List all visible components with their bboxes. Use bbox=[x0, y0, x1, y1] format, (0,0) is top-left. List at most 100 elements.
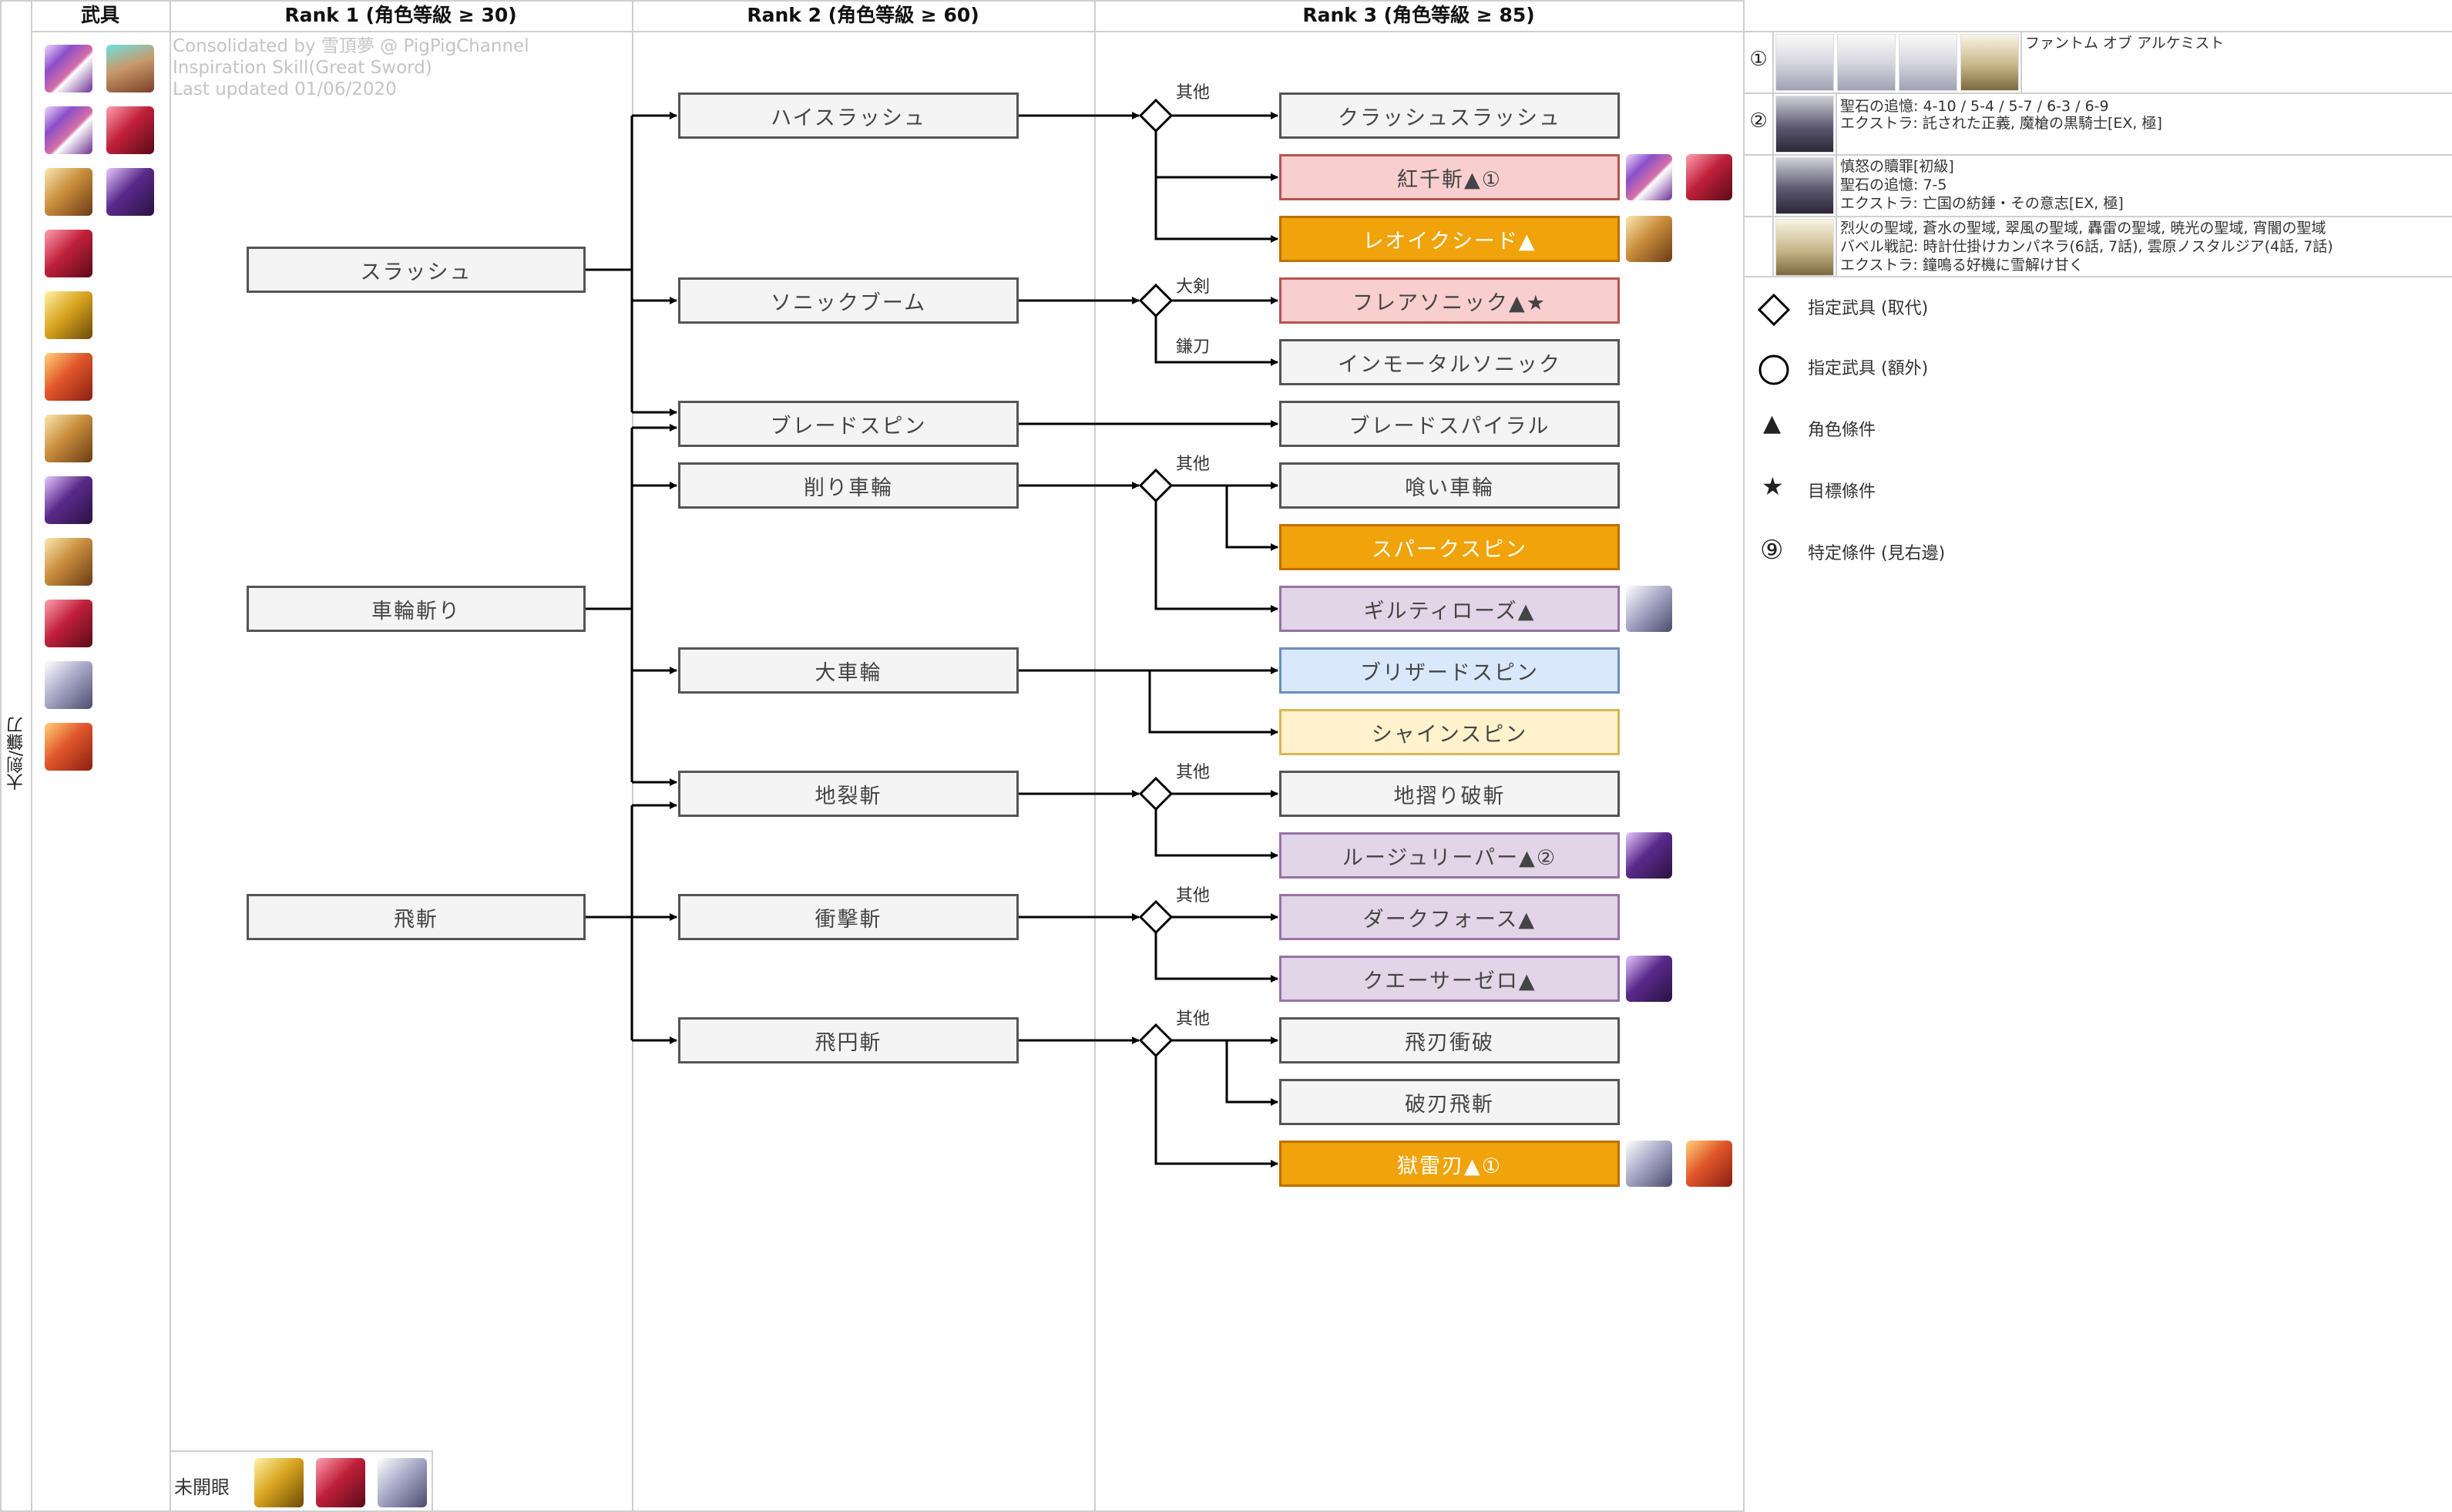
weapon-icon bbox=[45, 230, 92, 277]
condition-text: ファントム オブ アルケミスト bbox=[2025, 35, 2225, 52]
rank3-node[interactable]: ダークフォース▲ bbox=[1279, 894, 1620, 940]
condition-text: 烈火の聖域, 蒼水の聖域, 翠風の聖域, 轟雷の聖域, 暁光の聖域, 宵闇の聖域 bbox=[1840, 220, 2326, 237]
legend-diamond-label: 指定武具 (取代) bbox=[1808, 299, 1929, 318]
rank3-node[interactable]: ルージュリーパー▲② bbox=[1279, 832, 1620, 879]
weapon-icon bbox=[1626, 832, 1672, 879]
rank2-node[interactable]: ハイスラッシュ bbox=[678, 92, 1019, 139]
unawakened-label: 未開眼 bbox=[174, 1477, 230, 1498]
header-weapon: 武具 bbox=[80, 4, 119, 26]
legend-circle-icon bbox=[1758, 354, 1789, 385]
rank3-node[interactable]: 地摺り破斬 bbox=[1279, 771, 1620, 817]
condition-text: 聖石の追憶: 7-5 bbox=[1840, 176, 1947, 193]
legend-triangle-label: 角色條件 bbox=[1808, 421, 1876, 440]
condition-text: 聖石の追憶: 4-10 / 5-4 / 5-7 / 6-3 / 6-9 bbox=[1840, 98, 2109, 115]
rank3-node[interactable]: 獄雷刃▲① bbox=[1279, 1141, 1620, 1187]
rank3-node[interactable]: 飛刃衝破 bbox=[1279, 1017, 1620, 1063]
unawakened-box: 未開眼 bbox=[170, 1450, 433, 1512]
legend-circle-label: 指定武具 (額外) bbox=[1808, 359, 1929, 378]
branch-label: 其他 bbox=[1176, 455, 1211, 474]
grid-line bbox=[2020, 31, 2022, 92]
branch-label: 鎌刀 bbox=[1176, 338, 1211, 357]
weapon-icon bbox=[45, 538, 92, 586]
grid-line bbox=[1094, 0, 1096, 1512]
header-rank3: Rank 3 (角色等級 ≥ 85) bbox=[1302, 4, 1535, 26]
weapon-icon bbox=[106, 106, 154, 154]
grid-line bbox=[31, 31, 1745, 32]
rank1-node[interactable]: スラッシュ bbox=[247, 247, 586, 293]
character-portrait bbox=[1960, 34, 2019, 91]
weapon-icon bbox=[1626, 1141, 1672, 1187]
credit-line1: Consolidated by 雪頂夢 @ PigPigChannel bbox=[173, 36, 529, 56]
condition-number: ① bbox=[1749, 48, 1768, 71]
branch-label: 其他 bbox=[1176, 1010, 1211, 1029]
weapon-icon bbox=[45, 476, 92, 524]
rank2-node[interactable]: 大車輪 bbox=[678, 647, 1019, 694]
rank2-node[interactable]: ソニックブーム bbox=[678, 277, 1019, 324]
condition-text: エクストラ: 託された正義, 魔槍の黒騎士[EX, 極] bbox=[1840, 115, 2162, 132]
rank1-node[interactable]: 飛斬 bbox=[247, 894, 586, 940]
rank3-node[interactable]: ギルティローズ▲ bbox=[1279, 586, 1620, 632]
branch-label: 大剣 bbox=[1176, 277, 1211, 297]
grid-line bbox=[170, 0, 171, 1512]
weapon-icon bbox=[1686, 1141, 1732, 1187]
character-portrait bbox=[1775, 219, 1834, 276]
diamond-marker bbox=[1138, 1023, 1174, 1058]
weapon-icon bbox=[45, 415, 92, 462]
weapon-icon bbox=[1626, 586, 1672, 632]
rank3-node[interactable]: シャインスピン bbox=[1279, 709, 1620, 755]
branch-label: 其他 bbox=[1176, 763, 1211, 782]
weapon-icon bbox=[106, 168, 154, 216]
condition-text: 慎怒の贖罪[初級] bbox=[1840, 158, 1954, 175]
rank1-node[interactable]: 車輪斬り bbox=[247, 586, 586, 632]
diamond-marker bbox=[1138, 98, 1174, 133]
weapon-icon bbox=[45, 45, 92, 92]
grid-line bbox=[1772, 31, 1774, 277]
rank2-node[interactable]: 削り車輪 bbox=[678, 462, 1019, 509]
weapon-icon bbox=[1686, 154, 1732, 200]
rank2-node[interactable]: 地裂斬 bbox=[678, 771, 1019, 817]
rank2-node[interactable]: 飛円斬 bbox=[678, 1017, 1019, 1063]
credit-line3: Last updated 01/06/2020 bbox=[173, 79, 397, 99]
rank3-node[interactable]: 紅千斬▲① bbox=[1279, 154, 1620, 200]
weapon-icon bbox=[45, 168, 92, 216]
branch-label: 其他 bbox=[1176, 83, 1211, 102]
character-portrait bbox=[1775, 34, 1834, 91]
rank3-node[interactable]: 喰い車輪 bbox=[1279, 462, 1620, 509]
header-rank1: Rank 1 (角色等級 ≥ 30) bbox=[284, 4, 517, 26]
character-portrait bbox=[1837, 34, 1896, 91]
rank2-node[interactable]: ブレードスピン bbox=[678, 401, 1019, 447]
character-portrait bbox=[1775, 96, 1834, 153]
legend-star-label: 目標條件 bbox=[1808, 482, 1876, 502]
weapon-icon bbox=[1626, 154, 1672, 200]
weapon-icon bbox=[1626, 956, 1672, 1002]
character-portrait bbox=[1899, 34, 1957, 91]
grid-line bbox=[1745, 92, 2452, 94]
weapon-icon bbox=[45, 291, 92, 339]
weapon-icon bbox=[1626, 216, 1672, 262]
rank3-node[interactable]: スパークスピン bbox=[1279, 524, 1620, 570]
legend-number-icon: ⑨ bbox=[1760, 535, 1784, 566]
diamond-marker bbox=[1138, 283, 1174, 318]
diamond-marker bbox=[1138, 899, 1174, 935]
rank3-node[interactable]: レオイクシード▲ bbox=[1279, 216, 1620, 262]
rank3-node[interactable]: クラッシュスラッシュ bbox=[1279, 92, 1620, 139]
rank3-node[interactable]: 破刃飛斬 bbox=[1279, 1079, 1620, 1125]
weapon-icon bbox=[45, 661, 92, 709]
condition-number: ② bbox=[1749, 109, 1768, 133]
flow-connectors bbox=[586, 98, 1278, 1168]
rank3-node[interactable]: ブレードスパイラル bbox=[1279, 401, 1620, 447]
rank3-node[interactable]: フレアソニック▲★ bbox=[1279, 277, 1620, 324]
legend-diamond-icon bbox=[1757, 293, 1791, 327]
weapon-icon bbox=[254, 1458, 304, 1507]
diamond-marker bbox=[1138, 776, 1174, 811]
rank3-node[interactable]: インモータルソニック bbox=[1279, 339, 1620, 385]
grid-line bbox=[31, 0, 32, 1512]
header-rank2: Rank 2 (角色等級 ≥ 60) bbox=[747, 4, 979, 26]
rank3-node[interactable]: クエーサーゼロ▲ bbox=[1279, 956, 1620, 1002]
grid-line bbox=[1743, 0, 1745, 1512]
diamond-marker bbox=[1138, 468, 1174, 503]
rank3-node[interactable]: ブリザードスピン bbox=[1279, 647, 1620, 694]
grid-line bbox=[1745, 154, 2452, 156]
weapon-icon bbox=[45, 723, 92, 771]
rank2-node[interactable]: 衝擊斬 bbox=[678, 894, 1019, 940]
